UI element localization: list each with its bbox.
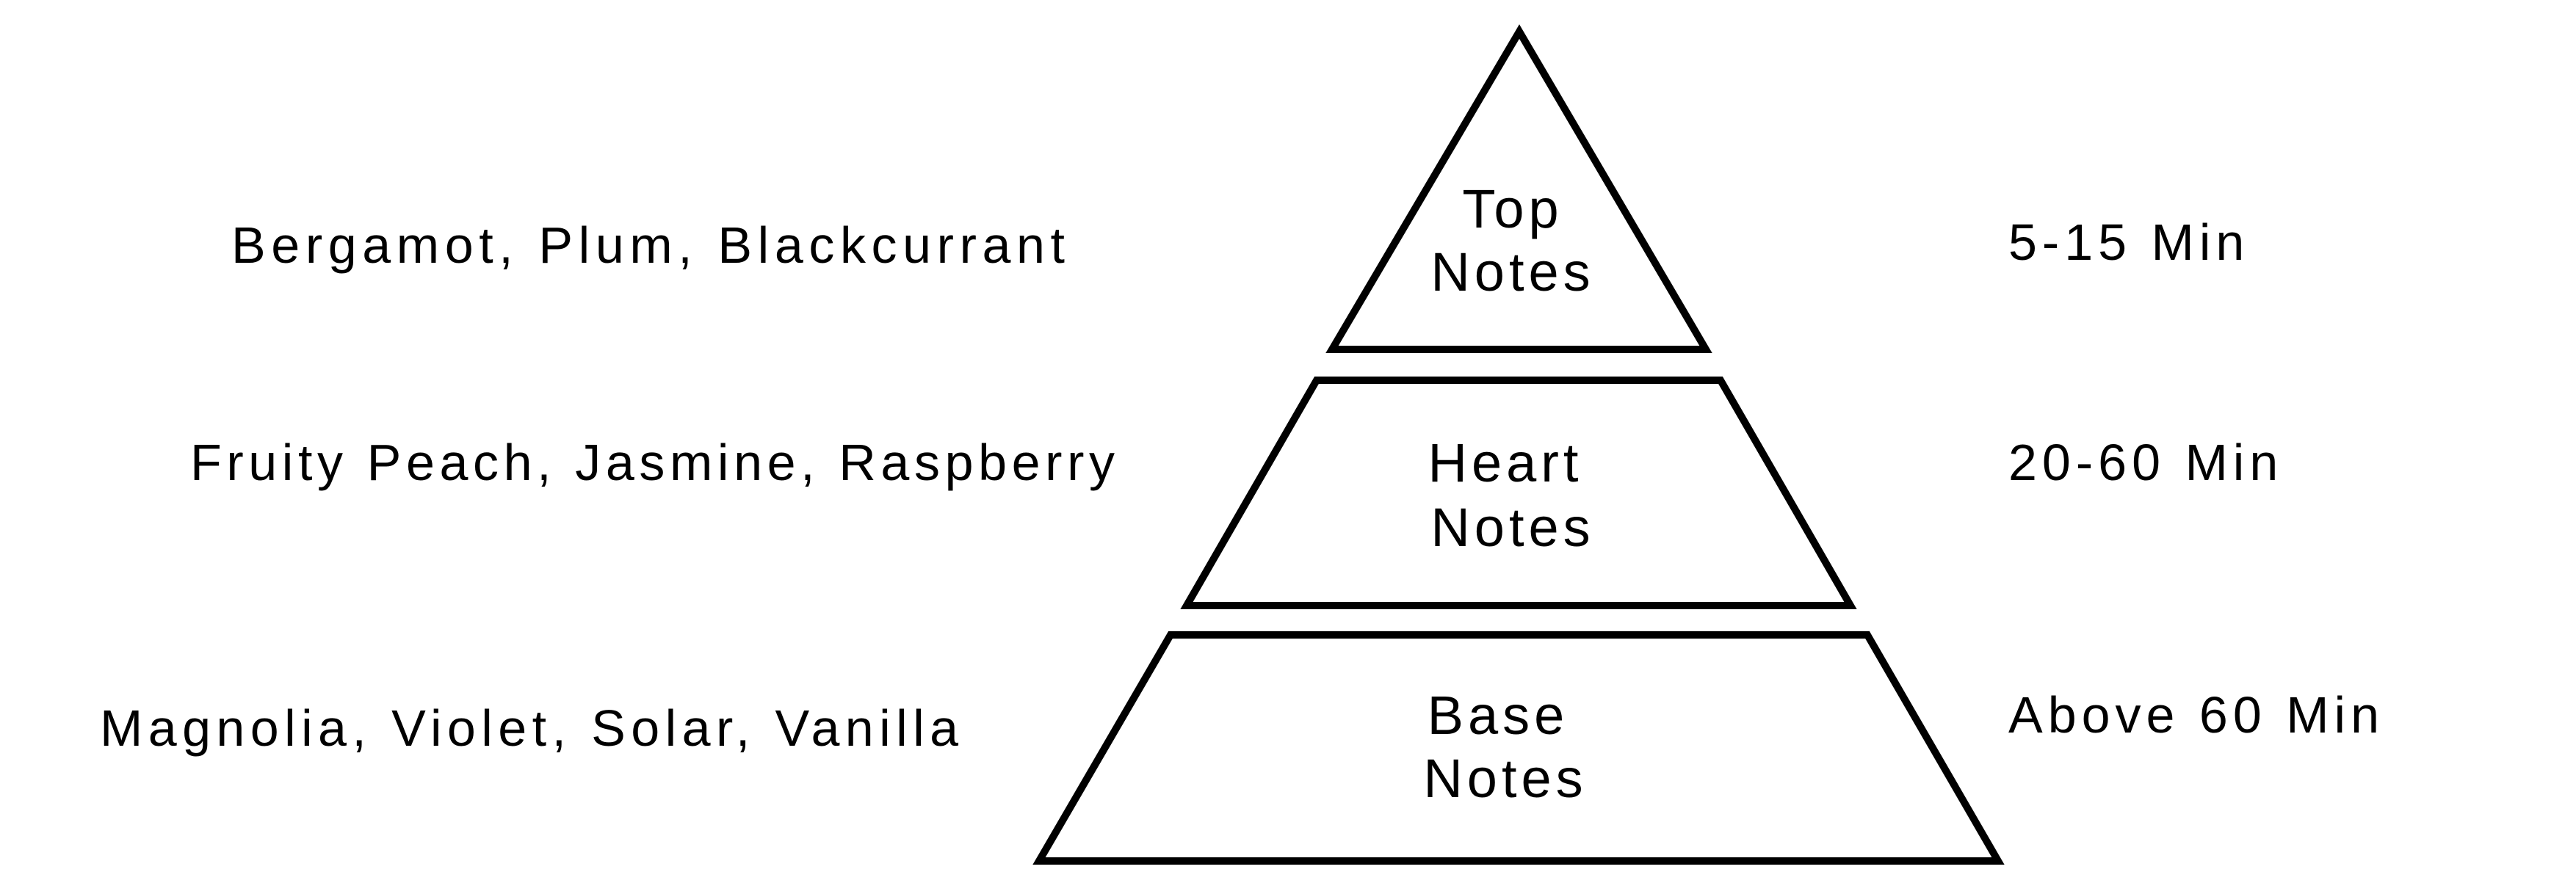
heart-notes-label-line1: Heart — [1428, 432, 1583, 493]
heart-notes-label-line2: Notes — [1430, 497, 1594, 558]
base-notes-ingredients: Magnolia, Violet, Solar, Vanilla — [100, 700, 963, 757]
top-notes-label-line1: Top — [1462, 178, 1563, 239]
top-notes-duration: 5-15 Min — [2008, 214, 2249, 271]
base-notes-duration: Above 60 Min — [2008, 686, 2384, 744]
top-notes-label-line2: Notes — [1430, 241, 1594, 302]
base-notes-label-line2: Notes — [1423, 748, 1587, 809]
base-notes-tier — [1032, 631, 2005, 865]
top-notes-tier — [1325, 24, 1712, 353]
heart-notes-ingredients: Fruity Peach, Jasmine, Raspberry — [190, 434, 1120, 491]
heart-notes-tier — [1180, 377, 1857, 609]
top-notes-ingredients: Bergamot, Plum, Blackcurrant — [231, 217, 1070, 274]
base-notes-label-line1: Base — [1428, 685, 1569, 746]
heart-notes-duration: 20-60 Min — [2008, 434, 2283, 491]
